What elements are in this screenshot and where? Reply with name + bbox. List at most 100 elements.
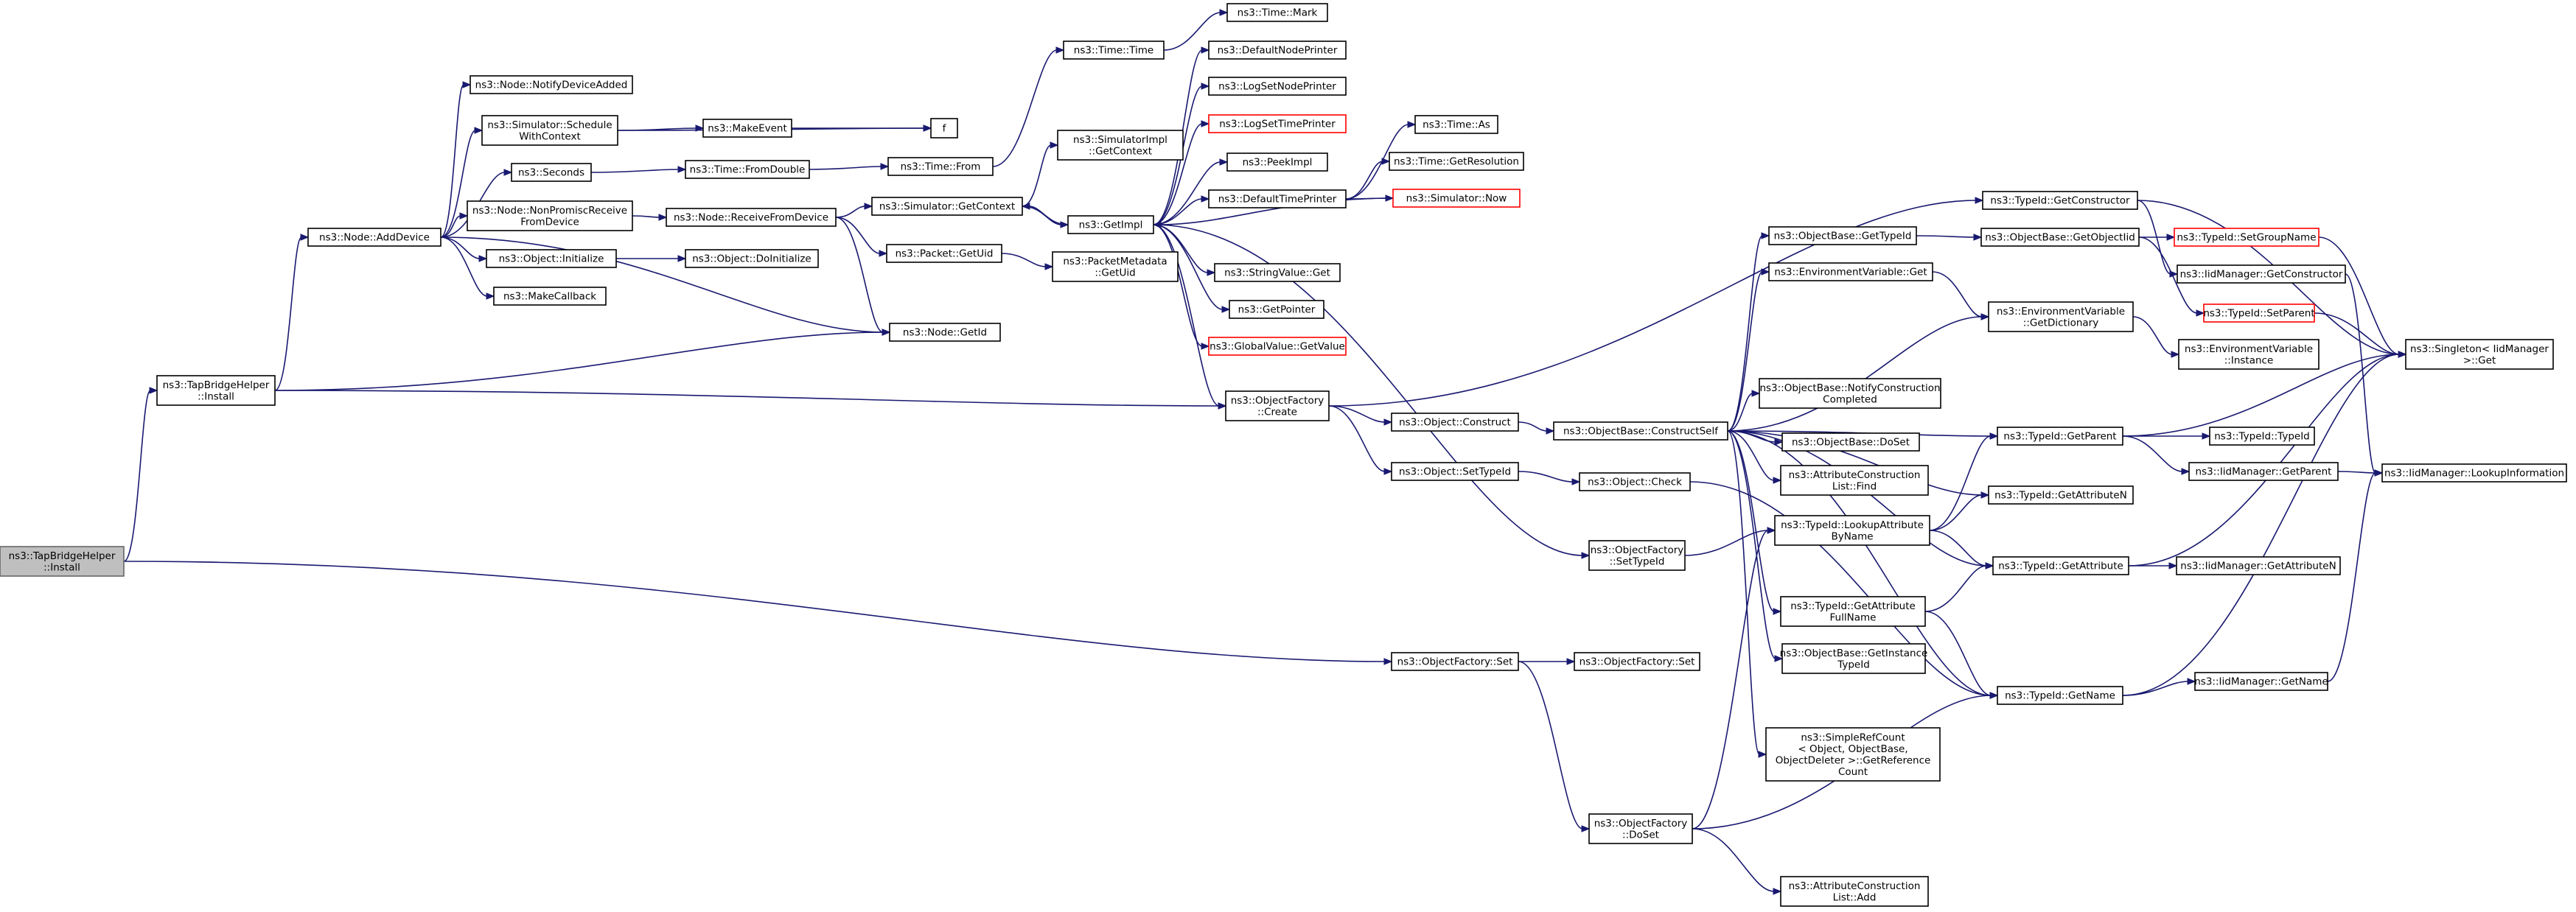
node-tidGetName[interactable]: ns3::TypeId::GetName [1997,686,2123,705]
node-objCheck[interactable]: ns3::Object::Check [1579,472,1691,491]
arrow-head [503,169,513,176]
edge-obGetTid-to-obGetObjTid [1916,234,1983,241]
node-makeEvent[interactable]: ns3::MakeEvent [702,119,792,138]
node-envGet[interactable]: ns3::EnvironmentVariable::Get [1768,262,1933,281]
node-timeTime[interactable]: ns3::Time::Time [1063,41,1165,60]
node-logSetTime[interactable]: ns3::LogSetTimePrinter [1208,114,1347,133]
node-getPointer[interactable]: ns3::GetPointer [1229,300,1324,319]
node-timeMark[interactable]: ns3::Time::Mark [1226,3,1328,22]
node-label: ns3::PeekImpl [1243,157,1313,169]
node-box [1988,301,2134,332]
node-defTimePrinter[interactable]: ns3::DefaultTimePrinter [1208,189,1347,208]
node-label: ns3::Node::NotifyDeviceAdded [475,80,628,91]
node-tidGetAttrN[interactable]: ns3::TypeId::GetAttributeN [1988,485,2134,505]
arrow-head [1980,313,1990,320]
node-idmGetCtor[interactable]: ns3::IidManager::GetConstructor [2177,264,2346,284]
node-pmUid[interactable]: ns3::PacketMetadata::GetUid [1052,251,1179,282]
node-obDoSet[interactable]: ns3::ObjectBase::DoSet [1781,432,1920,452]
node-fromDouble[interactable]: ns3::Time::FromDouble [685,160,810,179]
edge-ofSet-to-ofSet2 [1518,658,1576,665]
node-simImplCtx[interactable]: ns3::SimulatorImpl::GetContext [1057,130,1184,161]
node-ofDoSet[interactable]: ns3::ObjectFactory::DoSet [1588,813,1693,844]
node-ofSetTid[interactable]: ns3::ObjectFactory::SetTypeId [1588,540,1686,571]
edge-line [440,236,481,259]
node-tidTypeId[interactable]: ns3::TypeId::TypeId [2209,427,2315,446]
node-defNodePrinter[interactable]: ns3::DefaultNodePrinter [1208,41,1347,60]
node-idmGetName[interactable]: ns3::IidManager::GetName [2194,672,2328,691]
node-ofCreate[interactable]: ns3::ObjectFactory::Create [1225,390,1330,421]
node-root[interactable]: ns3::TapBridgeHelper::Install [0,546,125,577]
node-simNow[interactable]: ns3::Simulator::Now [1392,189,1521,208]
node-notifyAdded[interactable]: ns3::Node::NotifyDeviceAdded [470,75,633,94]
node-idmGetAttrN[interactable]: ns3::IidManager::GetAttributeN [2176,556,2341,575]
node-box [2178,339,2320,370]
node-box [486,249,617,268]
arrow-head [1152,221,1162,228]
node-ofSet2[interactable]: ns3::ObjectFactory::Set [1574,652,1700,671]
edge-line [2327,472,2376,682]
node-box [889,323,1001,342]
edge-recvFrom-to-getId [835,217,891,336]
node-f[interactable]: f [930,118,958,138]
node-obGetObjTid[interactable]: ns3::ObjectBase::GetObjectIid [1980,228,2140,247]
node-tidGetAttr[interactable]: ns3::TypeId::GetAttribute [1992,556,2129,575]
edge-line [1932,271,1983,318]
node-doInit[interactable]: ns3::Object::DoInitialize [685,249,819,268]
node-tidSetParent[interactable]: ns3::TypeId::SetParent [2203,304,2315,323]
node-objConstruct[interactable]: ns3::Object::Construct [1391,413,1519,432]
node-logSetNode[interactable]: ns3::LogSetNodePrinter [1208,77,1347,96]
node-notifyConstr[interactable]: ns3::ObjectBase::NotifyConstructionCompl… [1759,378,1941,409]
node-label: ns3::TypeId::SetParent [2203,308,2314,320]
node-tbhInstall2[interactable]: ns3::TapBridgeHelper::Install [156,375,276,406]
node-objSetTid[interactable]: ns3::Object::SetTypeId [1391,462,1519,481]
node-gvGetValue[interactable]: ns3::GlobalValue::GetValue [1208,337,1347,356]
node-idmLookup[interactable]: ns3::IidManager::LookupInformation [2381,463,2567,483]
edge-line [1929,435,1992,531]
node-timeAs[interactable]: ns3::Time::As [1414,115,1498,134]
edge-line [440,215,461,238]
node-timeFrom[interactable]: ns3::Time::From [887,157,994,176]
node-makeCb[interactable]: ns3::MakeCallback [493,287,607,306]
node-tidGetCtor[interactable]: ns3::TypeId::GetConstructor [1982,191,2138,210]
edge-line [1345,161,1383,200]
node-recvFrom[interactable]: ns3::Node::ReceiveFromDevice [666,208,837,227]
node-getImpl[interactable]: ns3::GetImpl [1067,215,1154,234]
node-peekImpl[interactable]: ns3::PeekImpl [1226,152,1328,172]
node-label: ns3::IidManager::GetName [2194,676,2328,688]
node-label: ns3::ObjectFactory [1594,818,1688,829]
node-singletonGet[interactable]: ns3::Singleton< IidManager>::Get [2405,339,2554,370]
node-seconds[interactable]: ns3::Seconds [511,163,592,182]
node-addDevice[interactable]: ns3::Node::AddDevice [307,228,441,247]
node-constructSelf[interactable]: ns3::ObjectBase::ConstructSelf [1553,421,1728,441]
edge-ofCreate-to-objSetTid [1328,405,1393,475]
node-ofSet[interactable]: ns3::ObjectFactory::Set [1391,652,1519,671]
arrow-head [1571,478,1581,485]
node-objInit[interactable]: ns3::Object::Initialize [486,249,617,268]
node-idmGetParent[interactable]: ns3::IidManager::GetParent [2188,462,2339,481]
node-srcGetRef[interactable]: ns3::SimpleRefCount< Object, ObjectBase,… [1765,727,1941,782]
node-pktUid[interactable]: ns3::Packet::GetUid [886,244,1002,263]
node-getId[interactable]: ns3::Node::GetId [889,323,1001,342]
arrow-head [1218,402,1227,410]
edge-constructSelf-to-getAttrFull [1727,430,1782,615]
node-tidGetParent[interactable]: ns3::TypeId::GetParent [1997,427,2123,446]
edge-line [1916,235,1975,238]
node-getContext[interactable]: ns3::Simulator::GetContext [871,197,1023,216]
node-strGet[interactable]: ns3::StringValue::Get [1214,263,1341,282]
node-getRes[interactable]: ns3::Time::GetResolution [1389,152,1524,171]
node-envGetDict[interactable]: ns3::EnvironmentVariable::GetDictionary [1988,301,2134,332]
node-setGroupName[interactable]: ns3::TypeId::SetGroupName [2174,228,2320,247]
edge-timeTime-to-timeMark [1163,9,1229,51]
node-envInstance[interactable]: ns3::EnvironmentVariable::Instance [2178,339,2320,370]
node-label: ns3::Time::From [901,161,981,173]
node-label: FullName [1830,611,1877,623]
arrow-head [882,329,891,336]
node-obGetTid[interactable]: ns3::ObjectBase::GetTypeId [1768,226,1917,245]
